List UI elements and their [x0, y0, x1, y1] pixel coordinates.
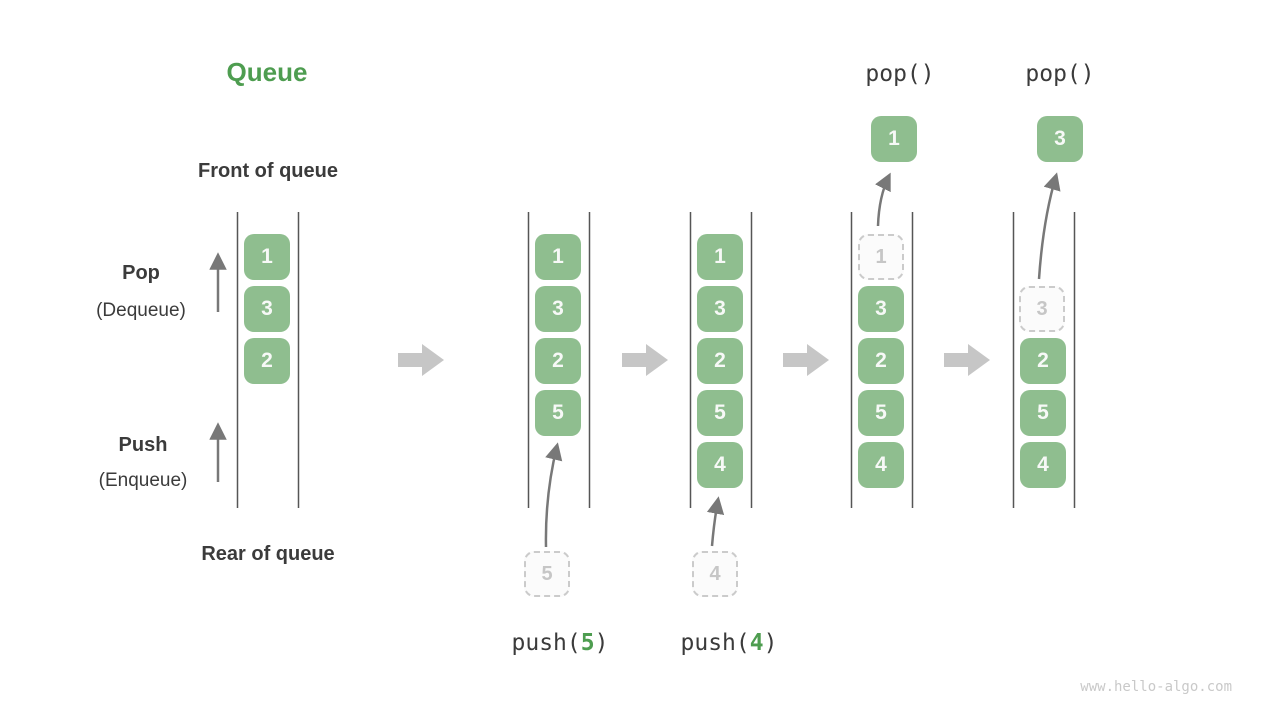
queue-cell: 1 — [244, 234, 290, 280]
queue-cell: 5 — [1020, 390, 1066, 436]
op-close: ) — [594, 630, 609, 656]
op-close: ) — [763, 630, 778, 656]
queue-cell: 2 — [244, 338, 290, 384]
queue-cell: 4 — [858, 442, 904, 488]
pop-operation-label: pop() — [865, 61, 935, 87]
pop-label: Pop — [122, 262, 160, 284]
ghost-cell: 1 — [858, 234, 904, 280]
pop-operation-label: pop() — [1025, 61, 1095, 87]
queue-cell: 2 — [535, 338, 581, 384]
queue-cell: 2 — [1020, 338, 1066, 384]
push-operation-label: push(5) — [512, 632, 609, 655]
queue-cell: 3 — [535, 286, 581, 332]
ghost-cell: 3 — [1019, 286, 1065, 332]
queue-cell: 4 — [1020, 442, 1066, 488]
push-operation-label: push(4) — [681, 632, 778, 655]
queue-cell: 3 — [858, 286, 904, 332]
op-fn: push( — [680, 630, 750, 656]
queue-cell: 3 — [697, 286, 743, 332]
push-arrow-icon — [544, 442, 563, 548]
op-arg: 4 — [749, 630, 764, 656]
queue-cell: 3 — [244, 286, 290, 332]
queue-cell: 5 — [858, 390, 904, 436]
queue-cell: 2 — [697, 338, 743, 384]
queue-cell: 1 — [535, 234, 581, 280]
popped-cell: 3 — [1037, 116, 1083, 162]
front-of-queue-label: Front of queue — [198, 160, 338, 182]
queue-cell: 5 — [697, 390, 743, 436]
queue-cell: 2 — [858, 338, 904, 384]
transition-arrow-icon — [783, 344, 829, 376]
pop-arrow-icon — [1037, 172, 1061, 280]
queue-rails — [236, 212, 1076, 508]
rear-of-queue-label: Rear of queue — [201, 543, 335, 565]
transition-arrow-icon — [944, 344, 990, 376]
dequeue-label: (Dequeue) — [96, 300, 186, 321]
ghost-cell: 5 — [524, 551, 570, 597]
push-arrow-icon — [706, 496, 725, 547]
queue-cell: 4 — [697, 442, 743, 488]
ghost-cell: 4 — [692, 551, 738, 597]
watermark: www.hello-algo.com — [1080, 679, 1232, 695]
transition-arrow-icon — [398, 344, 444, 376]
op-arg: 5 — [580, 630, 595, 656]
pop-arrow-icon — [875, 172, 891, 227]
transition-arrow-icon — [622, 344, 668, 376]
page-title: Queue — [226, 57, 308, 87]
popped-cell: 1 — [871, 116, 917, 162]
enqueue-label: (Enqueue) — [98, 470, 188, 491]
queue-cell: 1 — [697, 234, 743, 280]
push-label: Push — [118, 434, 168, 456]
op-fn: push( — [511, 630, 581, 656]
queue-cell: 5 — [535, 390, 581, 436]
